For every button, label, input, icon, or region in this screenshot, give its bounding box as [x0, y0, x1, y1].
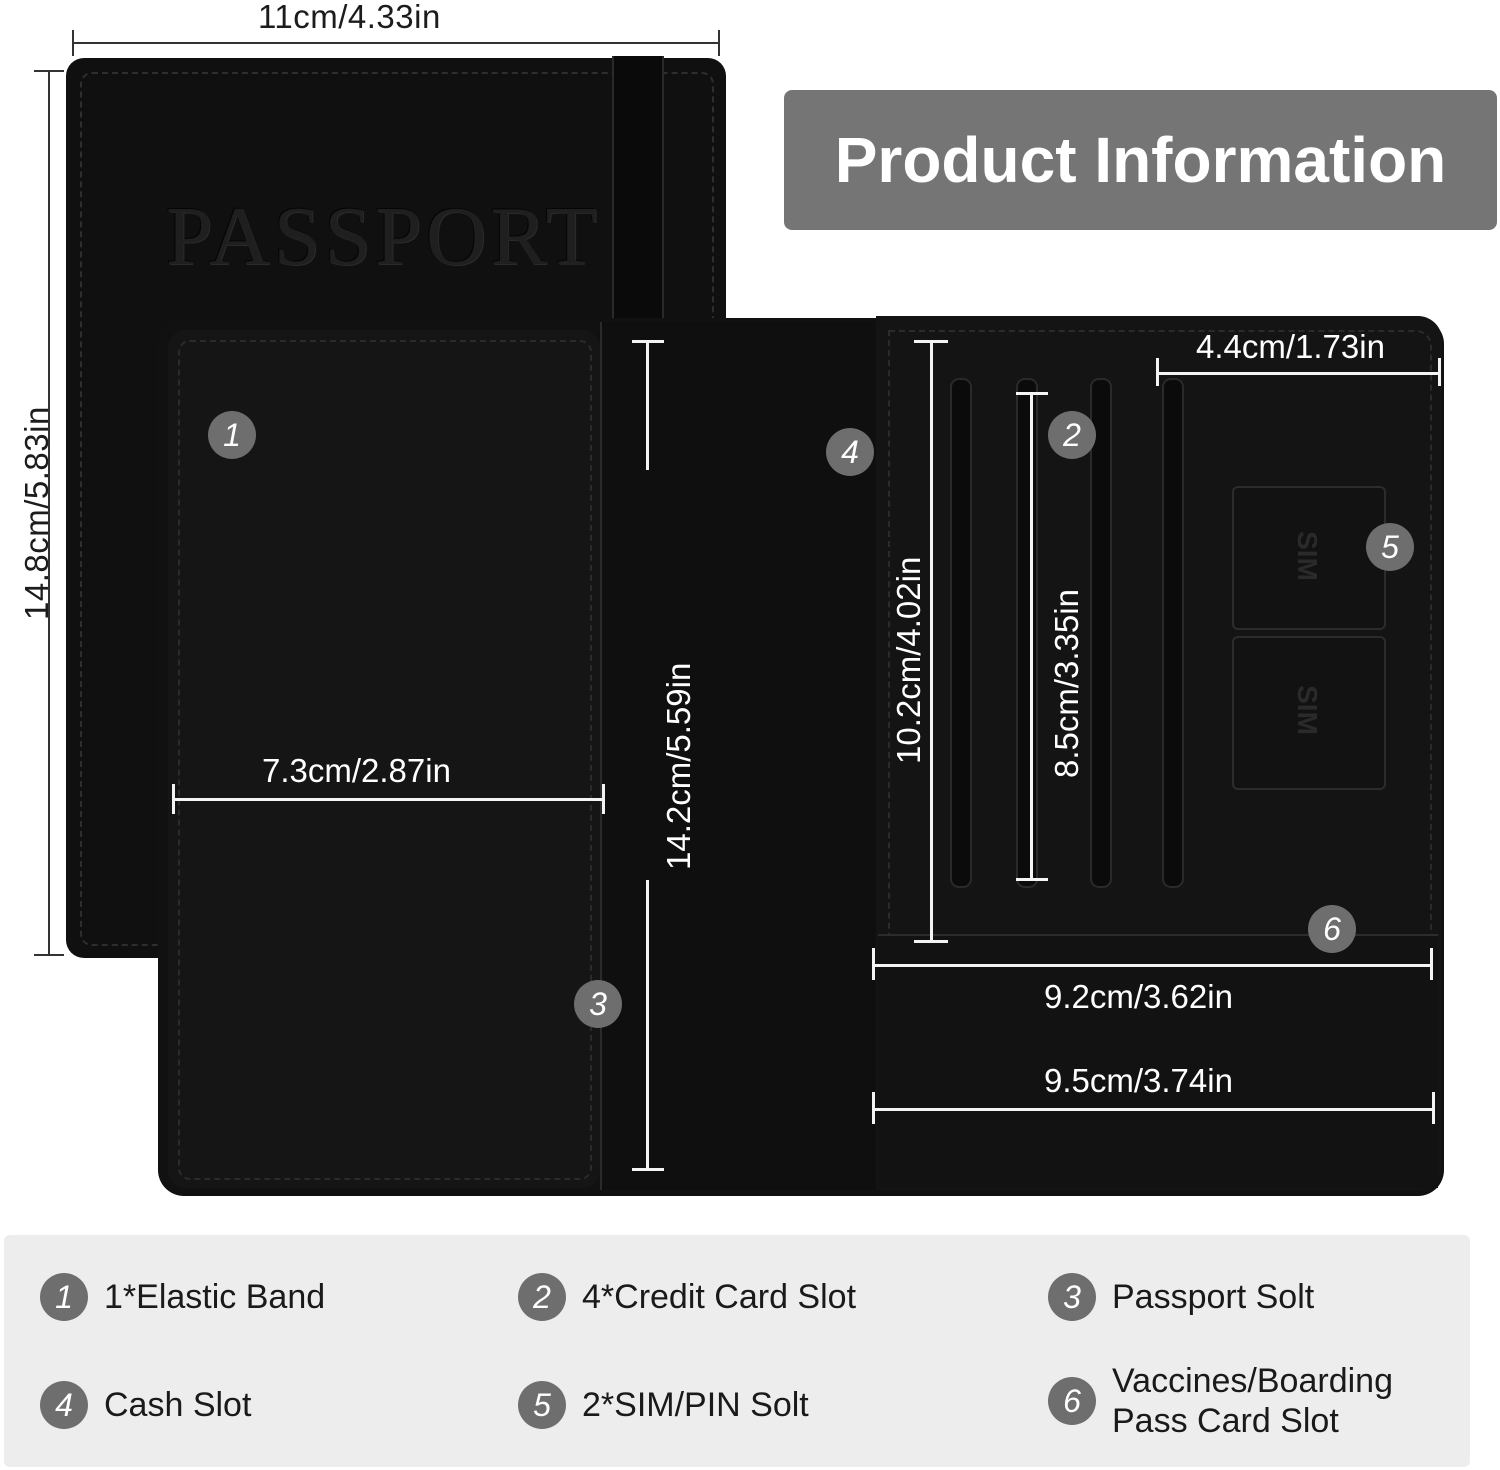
legend-badge-4: 4 — [40, 1381, 88, 1429]
panel-outer-cap-left — [872, 1092, 875, 1124]
legend-badge-2: 2 — [518, 1273, 566, 1321]
card-width-label: 4.4cm/1.73in — [1196, 328, 1385, 365]
badge-credit-card-slot: 2 — [1048, 411, 1096, 459]
panel-outer-width-label: 9.5cm/3.74in — [1044, 1062, 1233, 1099]
legend-label-4: Cash Slot — [104, 1386, 252, 1424]
card-slot-cap-bottom — [1016, 878, 1048, 881]
left-pocket-width-label: 7.3cm/2.87in — [262, 752, 451, 789]
legend-item-pass-card-slot: 6 Vaccines/Boarding Pass Card Slot — [1048, 1361, 1393, 1441]
left-pocket-cap-right — [602, 784, 605, 814]
width-total-cap-right — [718, 30, 720, 56]
card-slot-cap-top — [1016, 392, 1048, 395]
panel-outer-width-line — [872, 1108, 1434, 1111]
panel-inner-cap-right — [1430, 948, 1433, 980]
left-pocket-cap-left — [172, 784, 175, 814]
card-slot-height-label: 8.5cm/3.35in — [1048, 589, 1085, 778]
badge-cash-slot: 4 — [826, 428, 874, 476]
passport-height-cap-bottom — [632, 1168, 664, 1171]
passport-height-cap-top — [632, 340, 664, 343]
cash-slot-height-line — [930, 340, 933, 940]
badge-pass-card-slot: 6 — [1308, 905, 1356, 953]
card-slot-height-line — [1030, 392, 1033, 880]
width-total-cap-left — [72, 30, 74, 56]
badge-passport-slot: 3 — [574, 980, 622, 1028]
legend-label-2: 4*Credit Card Slot — [582, 1278, 857, 1316]
panel-inner-width-label: 9.2cm/3.62in — [1044, 978, 1233, 1015]
sim-label-2: SIM — [1291, 685, 1323, 735]
cash-slot-cap-bottom — [914, 940, 948, 943]
width-total-label: 11cm/4.33in — [258, 0, 441, 35]
feature-legend: 1 1*Elastic Band 2 4*Credit Card Slot 3 … — [4, 1235, 1470, 1467]
legend-badge-6: 6 — [1048, 1377, 1096, 1425]
card-slot-3 — [1090, 378, 1112, 888]
page-title: Product Information — [784, 90, 1497, 230]
left-pocket-width-line — [172, 798, 604, 801]
height-total-cap-top — [34, 70, 64, 72]
cash-slot-cap-top — [914, 340, 948, 343]
card-width-cap-right — [1438, 358, 1441, 386]
badge-sim-slot: 5 — [1366, 523, 1414, 571]
legend-badge-5: 5 — [518, 1381, 566, 1429]
card-width-cap-left — [1156, 358, 1159, 386]
passport-height-line — [646, 340, 649, 470]
height-total-label: 14.8cm/5.83in — [18, 406, 55, 620]
card-slot-1 — [950, 378, 972, 888]
legend-label-1: 1*Elastic Band — [104, 1278, 326, 1316]
bottom-pass-pocket — [878, 934, 1438, 1188]
sim-label-1: SIM — [1291, 531, 1323, 581]
badge-elastic-band: 1 — [208, 411, 256, 459]
legend-badge-1: 1 — [40, 1273, 88, 1321]
left-pocket-panel — [168, 330, 600, 1188]
legend-item-passport-slot: 3 Passport Solt — [1048, 1273, 1314, 1321]
sim-holder-1 — [1232, 486, 1386, 630]
panel-inner-cap-left — [872, 948, 875, 980]
elastic-band — [612, 56, 664, 330]
legend-label-5: 2*SIM/PIN Solt — [582, 1386, 809, 1424]
legend-item-sim-slot: 5 2*SIM/PIN Solt — [518, 1381, 809, 1429]
card-width-line — [1156, 372, 1440, 375]
height-total-line — [48, 70, 50, 956]
legend-badge-3: 3 — [1048, 1273, 1096, 1321]
legend-label-3: Passport Solt — [1112, 1278, 1315, 1316]
legend-label-6: Vaccines/Boarding Pass Card Slot — [1112, 1362, 1393, 1440]
left-pocket-stitching — [178, 340, 592, 1180]
panel-inner-width-line — [872, 964, 1432, 967]
height-total-cap-bottom — [34, 954, 64, 956]
cash-slot-height-label: 10.2cm/4.02in — [890, 556, 927, 764]
card-slot-4 — [1162, 378, 1184, 888]
width-total-line — [72, 42, 720, 44]
sim-holder-2 — [1232, 636, 1386, 790]
passport-emboss: PASSPORT — [166, 190, 601, 283]
legend-item-credit-card-slot: 2 4*Credit Card Slot — [518, 1273, 856, 1321]
panel-outer-cap-right — [1432, 1092, 1435, 1124]
legend-item-cash-slot: 4 Cash Slot — [40, 1381, 251, 1429]
passport-height-line-lower — [646, 880, 649, 1170]
passport-height-label: 14.2cm/5.59in — [660, 662, 697, 870]
card-slot-2 — [1016, 378, 1038, 888]
legend-item-elastic-band: 1 1*Elastic Band — [40, 1273, 325, 1321]
